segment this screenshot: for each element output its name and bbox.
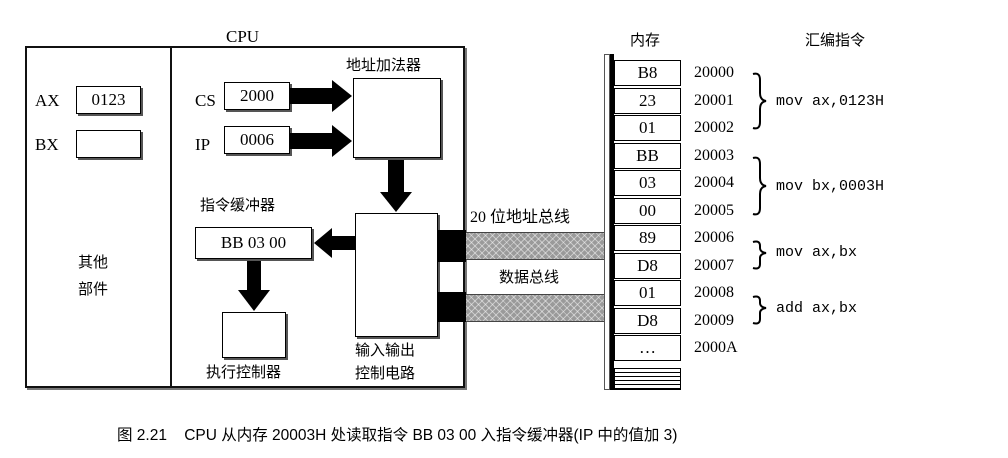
instruction-mov-ax-0123h: mov ax,0123H [776, 93, 885, 110]
other-parts-label-line1: 其他 [78, 253, 109, 271]
memory-address: 20006 [694, 229, 734, 246]
brace-add-ax-bx [752, 295, 767, 325]
data-bus [466, 294, 604, 322]
arrow-ip-to-adder [290, 125, 352, 157]
arrow-adder-to-io [380, 160, 412, 212]
memory-title: 内存 [630, 31, 661, 49]
memory-address: 20004 [694, 174, 734, 191]
register-bx-label: BX [35, 135, 59, 154]
memory-address: 20003 [694, 146, 734, 164]
memory-cell: 01 [614, 115, 681, 141]
arrow-io-to-buffer [314, 228, 355, 258]
memory-cell: 03 [614, 170, 681, 196]
address-bus-connector [438, 230, 466, 262]
io-circuit-box [355, 213, 438, 337]
cpu-title: CPU [226, 27, 260, 46]
memory-cell: 00 [614, 197, 681, 224]
figure-caption: 图 2.21 CPU 从内存 20003H 处读取指令 BB 03 00 入指令… [117, 427, 678, 444]
instruction-buffer-label: 指令缓冲器 [200, 196, 276, 214]
memory-cell: BB [614, 142, 681, 169]
data-bus-label: 数据总线 [499, 268, 560, 286]
register-ip-value: 0006 [224, 126, 290, 154]
exec-controller-box [222, 312, 286, 358]
address-adder-label: 地址加法器 [346, 56, 422, 74]
memory-address: 2000A [694, 339, 738, 356]
instruction-mov-ax-bx: mov ax,bx [776, 244, 858, 261]
arrow-buffer-to-exec [238, 261, 270, 311]
memory-address: 20008 [694, 284, 734, 301]
memory-cell: 89 [614, 225, 681, 251]
arrow-cs-to-adder [290, 80, 352, 112]
memory-side-bar [604, 54, 610, 390]
instruction-mov-bx-0003h: mov bx,0003H [776, 178, 885, 195]
memory-cell: D8 [614, 252, 681, 279]
instruction-buffer-value: BB 03 00 [195, 227, 312, 259]
memory-address: 20002 [694, 119, 734, 136]
register-bx-value [76, 130, 141, 158]
address-adder-box [353, 78, 441, 158]
register-ip-label: IP [195, 135, 211, 154]
memory-cell: B8 [614, 60, 681, 86]
address-bus-label: 20 位地址总线 [470, 209, 571, 226]
address-bus [466, 232, 604, 260]
cpu-divider [170, 46, 172, 388]
memory-address: 20007 [694, 256, 734, 274]
instruction-add-ax-bx: add ax,bx [776, 300, 858, 317]
data-bus-connector [438, 292, 466, 322]
memory-cell: D8 [614, 307, 681, 334]
register-ax-value: 0123 [76, 86, 141, 114]
memory-cell: 01 [614, 280, 681, 306]
register-cs-value: 2000 [224, 82, 290, 110]
brace-mov-ax-bx [752, 240, 767, 270]
memory-address: 20000 [694, 64, 734, 81]
cpu-frame [25, 46, 465, 388]
memory-address: 20009 [694, 311, 734, 329]
memory-cell: … [614, 335, 681, 361]
exec-controller-label: 执行控制器 [206, 363, 282, 381]
brace-group [752, 72, 767, 325]
memory-side-bar-dark [610, 54, 614, 390]
register-cs-label: CS [195, 91, 216, 110]
register-ax-label: AX [35, 91, 60, 110]
memory-cell: 23 [614, 87, 681, 114]
brace-mov-bx-0003h [752, 156, 767, 216]
memory-address: 20001 [694, 91, 734, 109]
memory-address: 20005 [694, 201, 734, 219]
assembly-title: 汇编指令 [805, 31, 866, 49]
memory-bottom-lines [614, 368, 681, 390]
io-circuit-label-line1: 输入输出 [355, 341, 416, 359]
brace-mov-ax-0123h [752, 72, 767, 130]
other-parts-label-line2: 部件 [78, 280, 109, 298]
io-circuit-label-line2: 控制电路 [355, 364, 416, 382]
